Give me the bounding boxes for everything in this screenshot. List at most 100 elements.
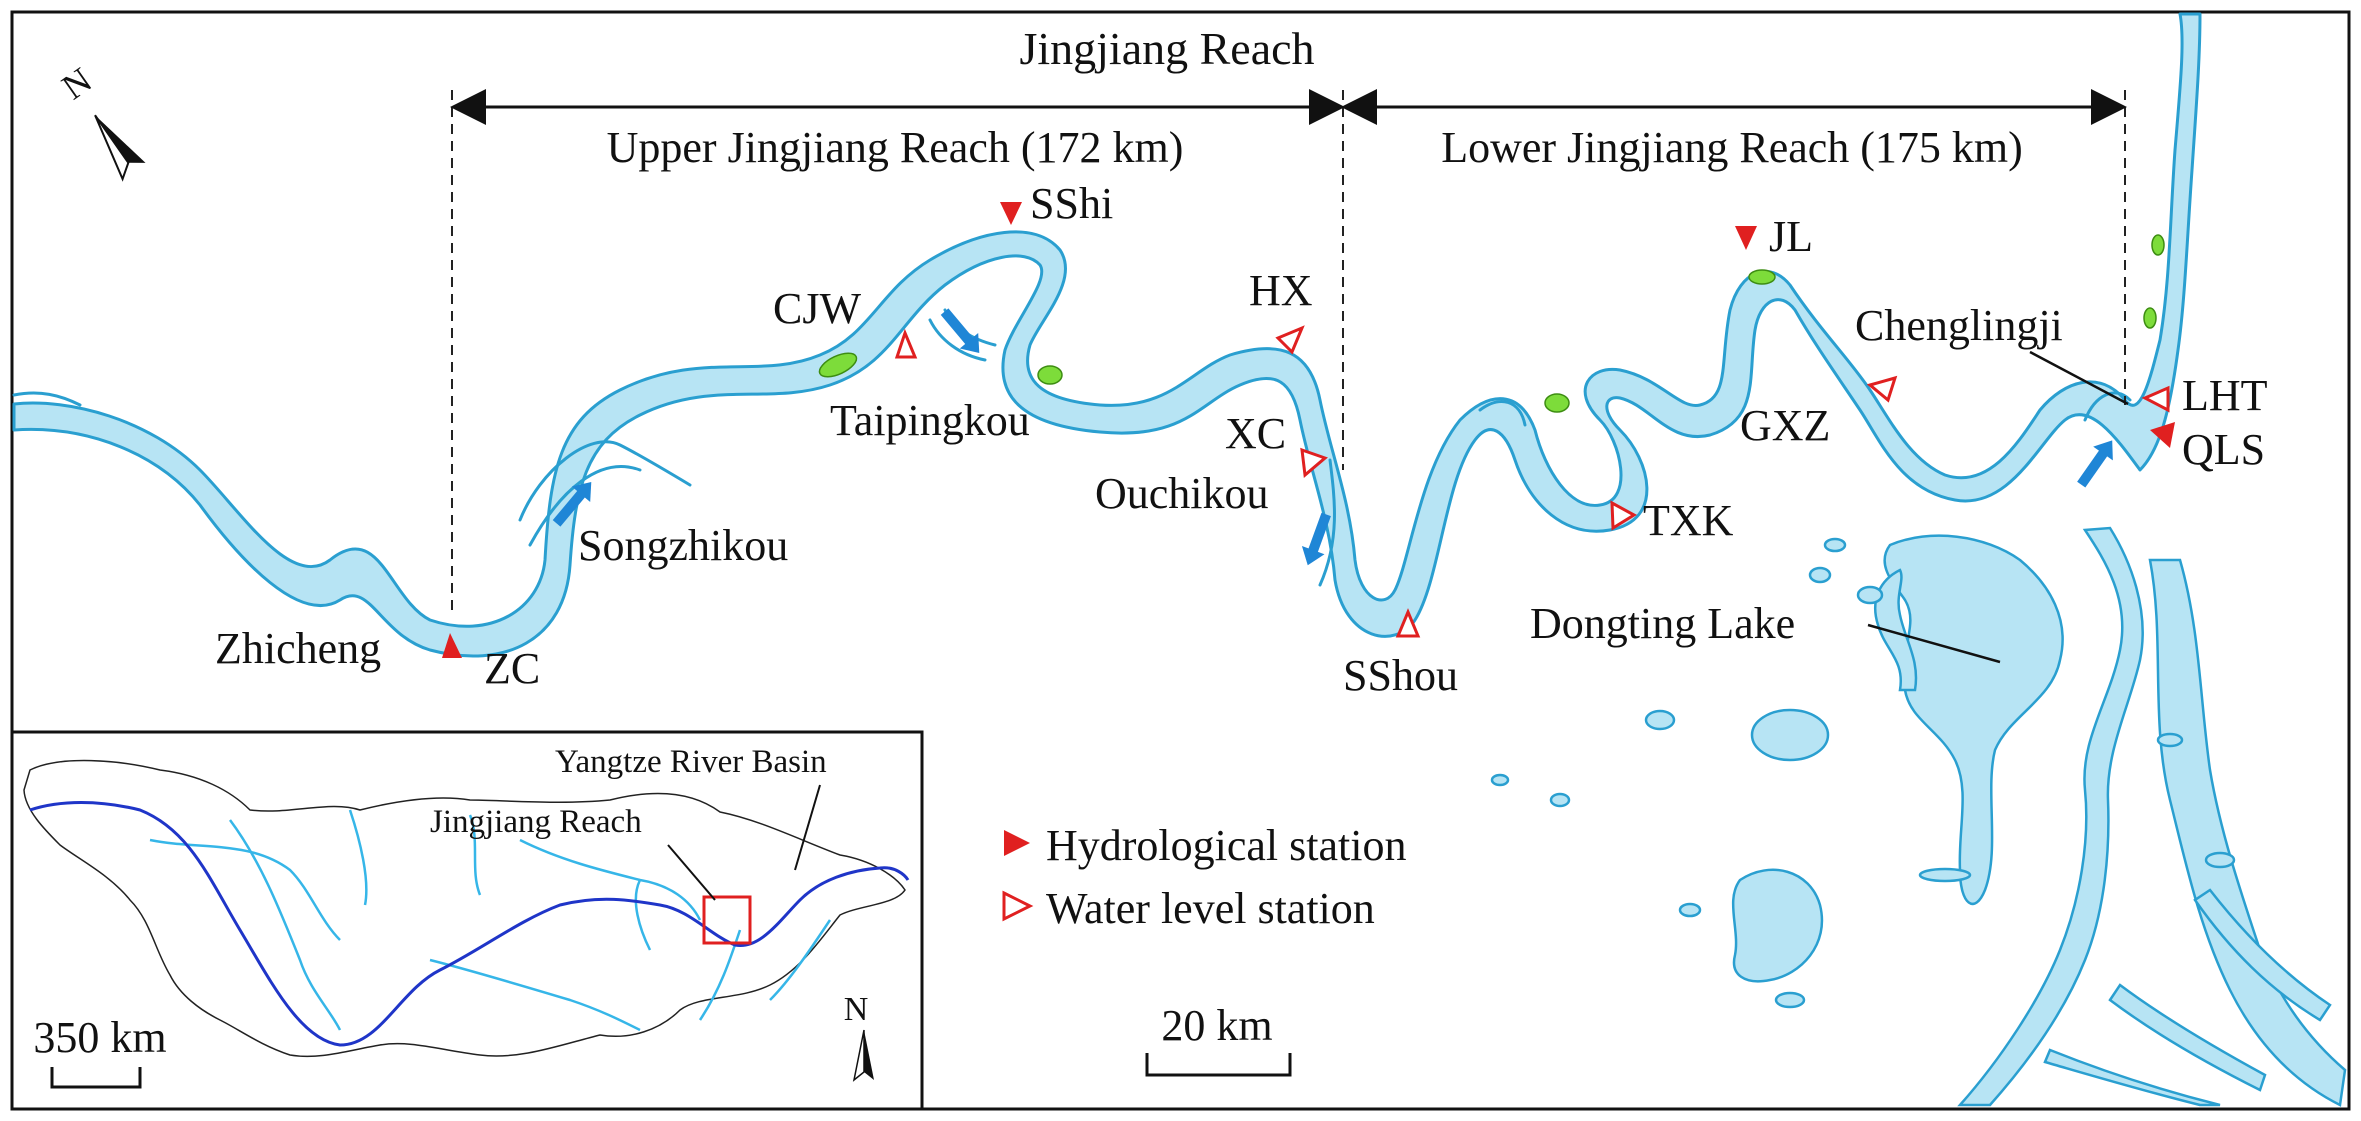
inset-tributary-1 <box>149 838 341 941</box>
inset-reach-leader <box>667 844 716 901</box>
inset-reach-label: Jingjiang Reach <box>430 804 642 840</box>
north-arrow-inset <box>852 1029 874 1082</box>
station-taipingkou-marker <box>894 328 918 359</box>
station-hx-marker <box>1275 325 1305 355</box>
label-hx: HX <box>1249 266 1313 315</box>
yangtze-river <box>12 12 2202 658</box>
label-dongting-lake: Dongting Lake <box>1530 599 1795 648</box>
dongting-lake-area <box>1490 526 2347 1107</box>
lake-1 <box>1750 708 1830 762</box>
sandbar-5 <box>2143 307 2157 329</box>
upper-reach-label: Upper Jingjiang Reach (172 km) <box>607 123 1184 172</box>
yangtze-basin-outline <box>23 759 906 1058</box>
ouchikou-distributary <box>1318 458 1336 587</box>
dongting-leader <box>1867 623 2001 664</box>
stations <box>442 202 2175 658</box>
label-txk: TXK <box>1643 496 1734 545</box>
inset-map: Yangtze River Basin Jingjiang Reach 350 … <box>10 730 924 1111</box>
jingjiang-oxbow <box>1478 400 1527 427</box>
station-jl-marker <box>1735 226 1757 250</box>
map-title: Jingjiang Reach <box>1019 23 1314 74</box>
label-chenglingji: Chenglingji <box>1855 301 2063 350</box>
lower-reach-label: Lower Jingjiang Reach (175 km) <box>1441 123 2023 172</box>
lake-2 <box>1731 868 1824 983</box>
inset-tributary-2 <box>228 819 342 1031</box>
lake-4 <box>1644 709 1676 731</box>
label-gxz: GXZ <box>1740 401 1830 450</box>
scale-bar-main-label: 20 km <box>1161 1001 1272 1050</box>
station-sshou-marker <box>1395 608 1421 638</box>
inset-yangtze-mainstem <box>29 801 910 1047</box>
scale-bar-inset-label: 350 km <box>33 1013 166 1062</box>
lake-13 <box>1490 773 1510 787</box>
inset-tributary-7 <box>698 929 742 1021</box>
legend: Hydrological station Water level station <box>1002 821 1407 933</box>
songzhikou-distributary <box>518 440 692 522</box>
station-qls-marker <box>2150 422 2175 448</box>
flow-arrow-songzhikou <box>552 482 592 527</box>
lake-9 <box>1808 566 1832 584</box>
station-gxz-marker <box>1866 375 1898 403</box>
label-sshi: SShi <box>1030 179 1113 228</box>
dongting-lake-west-lobe <box>1873 568 1918 692</box>
station-xc-marker <box>1300 447 1328 478</box>
dongting-lake <box>1883 534 2064 905</box>
legend-water-level-icon <box>1002 890 1034 922</box>
west-river-inflow <box>12 391 82 407</box>
sandbar-3 <box>1544 393 1570 413</box>
legend-hydrological-label: Hydrological station <box>1046 821 1407 870</box>
lake-8 <box>1823 537 1847 553</box>
southern-delta-channels <box>2148 558 2347 1107</box>
east-dongting-channel <box>1957 526 2144 1107</box>
label-jl: JL <box>1769 212 1813 261</box>
north-arrow-inset-icon <box>864 1030 874 1080</box>
inset-tributary-9 <box>769 919 832 1001</box>
sandbar-cjw <box>818 352 858 378</box>
sandbar-jl <box>1748 269 1776 285</box>
southern-delta-channels-4 <box>2043 1048 2221 1107</box>
flow-arrow-ouchikou <box>1301 512 1331 566</box>
label-taipingkou: Taipingkou <box>830 396 1030 445</box>
label-xc: XC <box>1225 409 1286 458</box>
lake-5 <box>1678 902 1702 918</box>
southern-delta-channels-3 <box>2108 983 2267 1092</box>
lake-3 <box>1774 991 1806 1009</box>
legend-hydrological-icon <box>1004 830 1030 856</box>
taipingkou-distributary <box>928 318 987 362</box>
lake-6 <box>1918 867 1972 883</box>
north-label-main: N <box>55 60 99 108</box>
flow-arrows <box>552 308 2113 566</box>
sandbar-4 <box>2151 234 2165 256</box>
lake-7 <box>1856 585 1884 605</box>
north-arrow-main <box>94 114 146 182</box>
lake-10 <box>1549 792 1571 808</box>
legend-water-level-label: Water level station <box>1046 884 1375 933</box>
inset-tributary-4 <box>468 814 482 896</box>
sandbar-2 <box>1037 365 1063 385</box>
inset-basin-label: Yangtze River Basin <box>555 744 827 780</box>
sandbars <box>818 234 2165 413</box>
inset-jingjiang-box <box>702 895 752 945</box>
inset-tributary-8 <box>634 879 652 951</box>
inset-tributary-6 <box>429 958 641 1032</box>
inset-basin-leader <box>794 784 821 871</box>
label-sshou: SShou <box>1343 651 1458 700</box>
reach-extent <box>450 89 2127 615</box>
yangtze-main-channel <box>12 12 2202 658</box>
label-zhicheng: Zhicheng <box>215 624 381 673</box>
north-label-inset: N <box>844 991 869 1028</box>
flow-arrow-chenglingji <box>2077 440 2113 488</box>
songzhikou-distributary-2 <box>528 465 642 547</box>
inset-tributary-3 <box>348 809 368 906</box>
station-txk-marker <box>1610 500 1637 531</box>
map-frame <box>10 10 2351 1111</box>
lake-12 <box>2156 732 2184 748</box>
label-lht: LHT <box>2182 371 2268 420</box>
station-zc-marker <box>442 633 462 658</box>
inset-tributary-5 <box>519 838 702 921</box>
station-lht-marker <box>2141 385 2170 413</box>
label-qls: QLS <box>2182 425 2265 474</box>
chenglingji-leader <box>2029 350 2129 406</box>
label-ouchikou: Ouchikou <box>1095 469 1269 518</box>
